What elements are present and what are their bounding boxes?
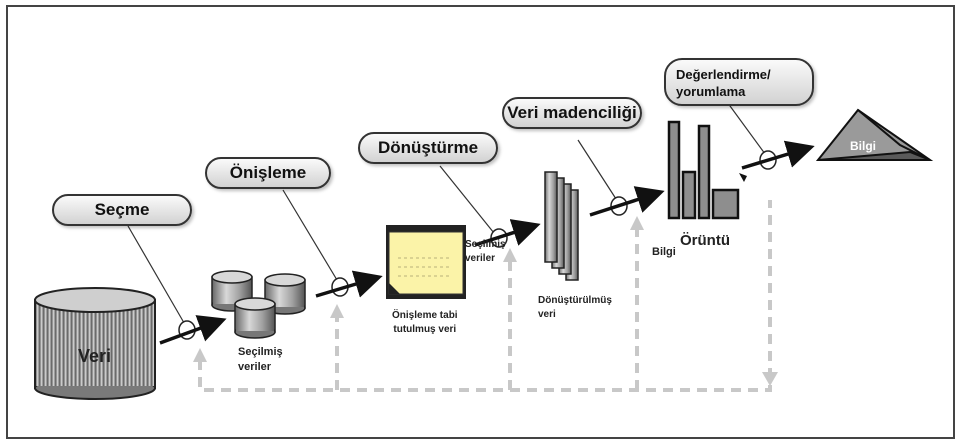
bilgi-pyramid-label: Bilgi: [850, 139, 876, 153]
secilmis-line2: veriler: [238, 361, 272, 373]
outer-border: [6, 5, 955, 439]
stage-secme: Seçme: [52, 194, 192, 226]
secilmis-overlap-line2: veriler: [465, 253, 496, 264]
cursor-mark: [739, 173, 747, 182]
veri-label: Veri: [78, 346, 112, 366]
pattern-bar-icon: [667, 120, 740, 220]
secilmis-overlap-label: Seçilmiş veriler: [465, 238, 506, 266]
preprocessed-data-document-icon: [386, 225, 466, 299]
process-arrows: [159, 140, 815, 345]
feedback-baseline: [198, 200, 772, 392]
secilmis-veriler-label: Seçilmiş veriler: [238, 345, 283, 375]
stage-donusturme: Dönüştürme: [358, 132, 498, 164]
feedback-loop: [198, 200, 772, 392]
donusturulmus-veri-label: Dönüştürülmüş veri: [538, 294, 612, 322]
stage-onisleme: Önişleme: [205, 157, 331, 189]
stage-degerlendirme: Değerlendirme/ yorumlama: [664, 58, 814, 106]
stage-degerlendirme-line1: Değerlendirme/: [676, 67, 771, 82]
secilmis-overlap-line1: Seçilmiş: [465, 239, 506, 250]
callout-lines: [127, 94, 769, 329]
transformed-data-stack-icon: [544, 171, 579, 281]
selected-data-cylinders: [211, 270, 306, 339]
secilmis-line1: Seçilmiş: [238, 346, 283, 358]
stage-veri-madenciligi: Veri madenciliği: [502, 97, 642, 129]
donusturulmus-line1: Dönüştürülmüş: [538, 295, 612, 306]
knowledge-pyramid-icon: [815, 108, 934, 161]
oruntu-label: Örüntü: [680, 232, 730, 249]
stage-degerlendirme-line2: yorumlama: [676, 84, 746, 99]
donusturulmus-line2: veri: [538, 309, 556, 320]
onisleme-tabi-label: Önişleme tabi tutulmuş veri: [392, 309, 458, 337]
feedback-arrowheads: [193, 216, 778, 386]
onisleme-tabi-line1: Önişleme tabi: [392, 310, 458, 321]
veri-database-icon: [34, 287, 156, 400]
bilgi-small-label: Bilgi: [652, 246, 676, 258]
onisleme-tabi-line2: tutulmuş veri: [393, 324, 457, 335]
